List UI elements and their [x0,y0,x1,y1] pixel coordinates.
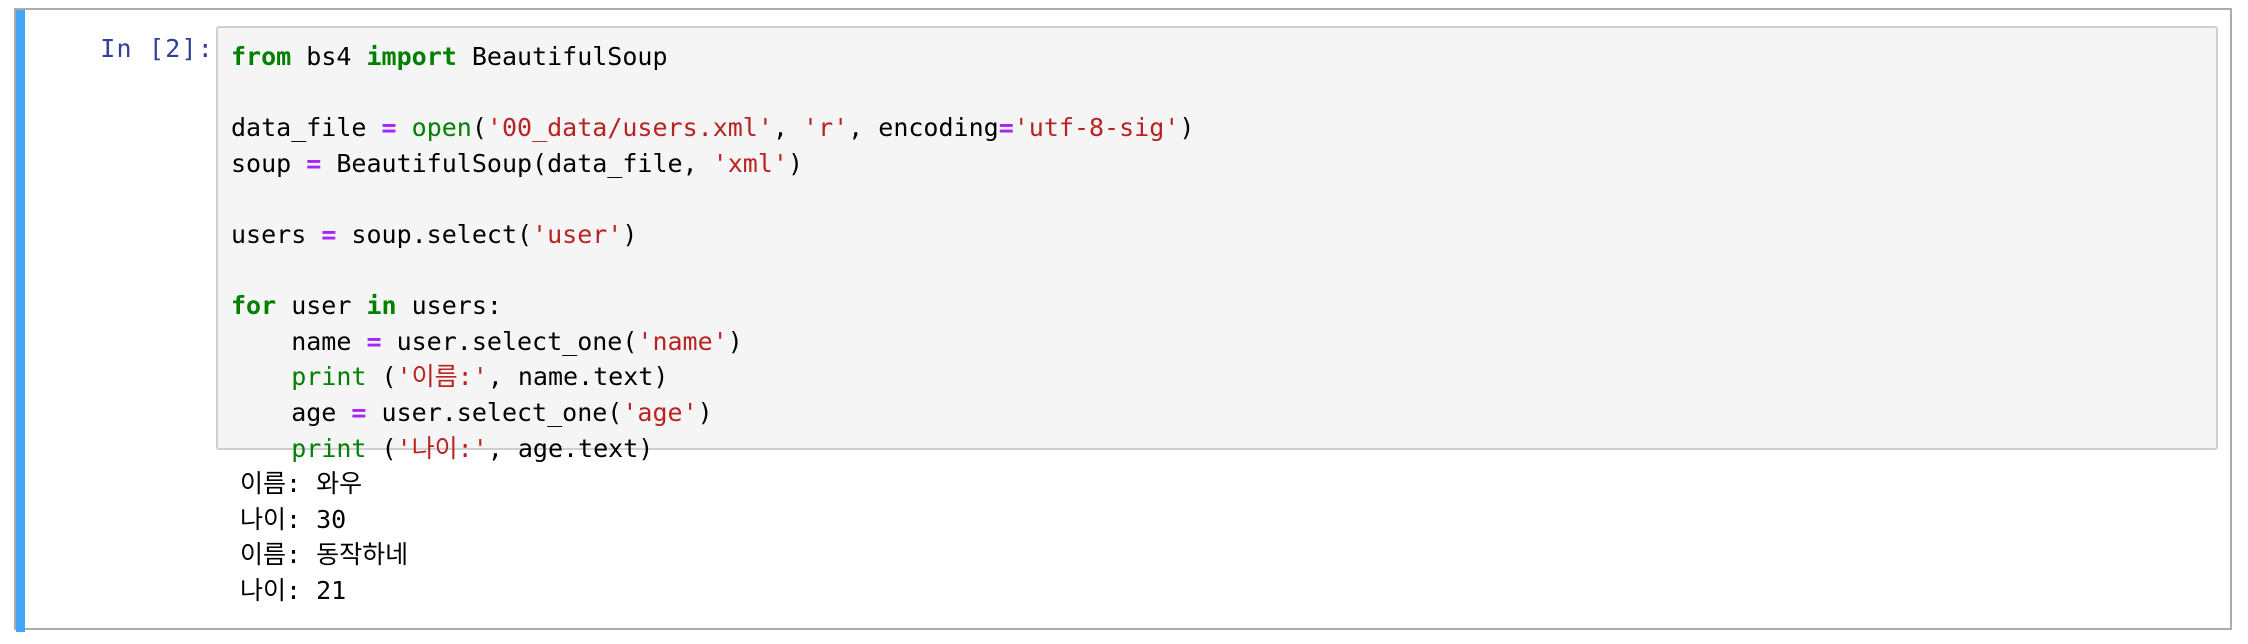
code-token-plain: ( [366,362,397,392]
code-line: age = user.select_one('age') [231,395,2216,431]
output-line: 이름: 와우 [240,469,363,498]
code-token-op: = [351,397,367,427]
notebook-code-cell[interactable]: In [2]: from bs4 import BeautifulSoup da… [14,8,2232,632]
code-line: name = user.select_one('name') [231,324,2216,360]
code-token-builtin: print [291,362,367,392]
code-line: print ('이름:', name.text) [231,359,2216,395]
code-token-plain: ( [471,113,487,143]
output-line: 나이: 30 [240,504,347,534]
code-token-plain: soup [231,148,307,178]
code-token-plain: ( [366,433,397,463]
code-token-plain: , age.text) [487,433,654,463]
code-token-plain: ) [622,219,638,249]
code-token-str: 'r' [803,113,849,143]
code-line [231,253,2216,289]
code-token-kw: import [366,42,457,71]
code-token-plain: soup.select( [336,219,533,249]
code-token-plain: user.select_one( [381,326,638,356]
input-prompt-label: In [2]: [100,34,214,63]
code-line [231,75,2216,111]
code-line: users = soup.select('user') [231,217,2216,253]
code-token-str: 'name' [637,326,728,356]
code-token-str: '나이:' [396,433,488,463]
code-token-plain: , [772,113,804,143]
code-token-plain [231,362,291,391]
cell-selection-bar [16,10,25,632]
code-token-plain: bs4 [291,42,367,71]
code-token-op: = [381,113,397,143]
code-token-plain: age [231,397,352,427]
code-token-plain: ) [1179,113,1195,143]
code-token-op: = [998,113,1014,143]
code-token-builtin: open [411,113,472,143]
output-line: 나이: 21 [240,575,347,605]
code-token-str: 'user' [532,219,623,249]
code-token-str: 'utf-8-sig' [1013,113,1180,143]
code-token-str: 'age' [622,397,698,427]
code-token-plain: ) [697,397,713,427]
code-token-plain: name [231,326,367,356]
code-token-str: '이름:' [396,362,488,392]
code-token-plain: BeautifulSoup(data_file, [321,148,713,178]
code-token-builtin: print [291,433,367,463]
code-token-kw: in [366,291,397,321]
code-token-plain: user.select_one( [366,397,623,427]
code-token-plain: ) [727,326,743,356]
code-token-op: = [321,219,337,249]
output-line: 이름: 동작하네 [240,540,409,569]
code-token-op: = [366,326,382,356]
code-line [231,181,2216,217]
code-token-plain: ) [787,148,803,178]
code-token-plain: users [231,219,322,249]
code-line: for user in users: [231,288,2216,324]
code-line: from bs4 import BeautifulSoup [231,39,2216,75]
code-token-op: = [306,148,322,178]
code-token-plain [397,113,412,142]
code-token-plain [231,434,291,463]
code-token-plain: users: [396,291,502,321]
code-token-plain: data_file [231,113,382,143]
code-token-plain: , encoding [848,113,999,143]
code-token-str: '00_data/users.xml' [486,113,773,143]
code-editor[interactable]: from bs4 import BeautifulSoup data_file … [216,26,2218,463]
code-line: data_file = open('00_data/users.xml', 'r… [231,110,2216,146]
code-line: print ('나이:', age.text) [231,431,2216,467]
code-token-plain: user [276,291,367,321]
code-token-plain: , name.text) [487,362,669,392]
code-token-kw: for [231,291,277,321]
code-token-str: 'xml' [712,148,788,178]
code-line: soup = BeautifulSoup(data_file, 'xml') [231,146,2216,182]
code-token-kw: from [231,42,292,71]
code-token-plain: BeautifulSoup [456,42,668,71]
